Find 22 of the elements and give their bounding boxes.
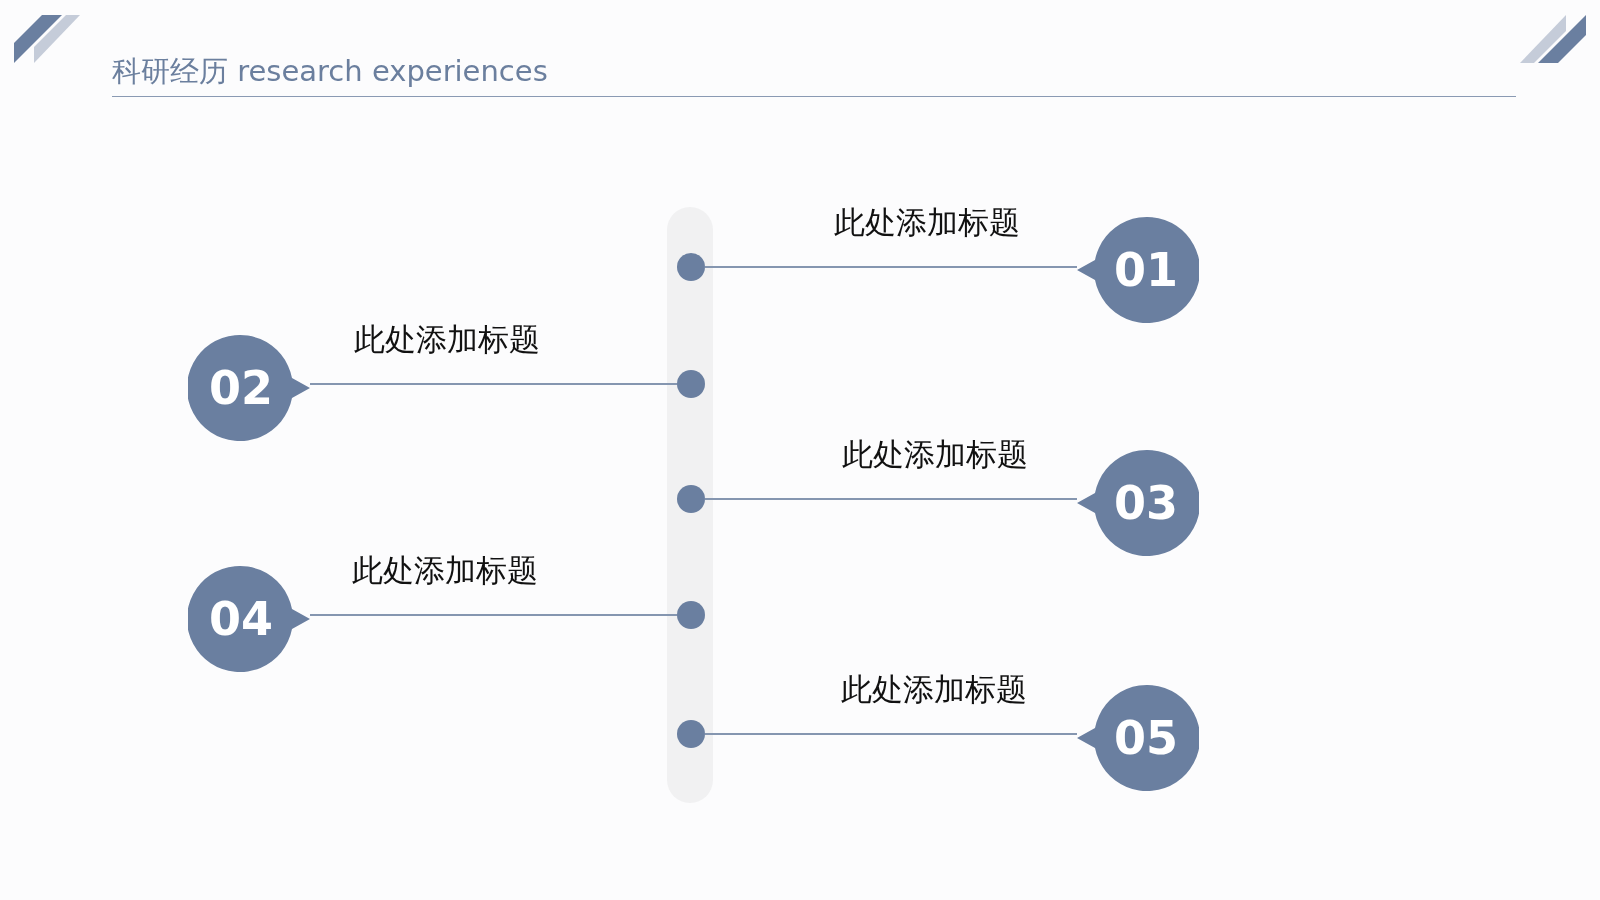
edge-label: 此处添加标题: [834, 203, 1020, 242]
connector-line: [309, 383, 678, 385]
step-number: 03: [1114, 474, 1178, 532]
connector-line: [704, 266, 1078, 268]
step-number: 02: [209, 359, 273, 417]
number-pin: [1077, 217, 1199, 323]
step-number: 01: [1114, 241, 1178, 299]
connector-line: [309, 614, 678, 616]
edge-label: 此处添加标题: [354, 320, 540, 359]
edge-label: 此处添加标题: [842, 435, 1028, 474]
number-pin: [1077, 450, 1199, 556]
step-number: 05: [1114, 709, 1178, 767]
step-number: 04: [209, 590, 273, 648]
edge-label: 此处添加标题: [352, 551, 538, 590]
slide-title: 科研经历 research experiences: [112, 53, 548, 90]
edge-label: 此处添加标题: [841, 670, 1027, 709]
number-pin: [188, 566, 310, 672]
timeline-bar: [667, 207, 713, 803]
connector-line: [704, 733, 1078, 735]
number-pin: [188, 335, 310, 441]
number-pin: [1077, 685, 1199, 791]
connector-line: [704, 498, 1078, 500]
